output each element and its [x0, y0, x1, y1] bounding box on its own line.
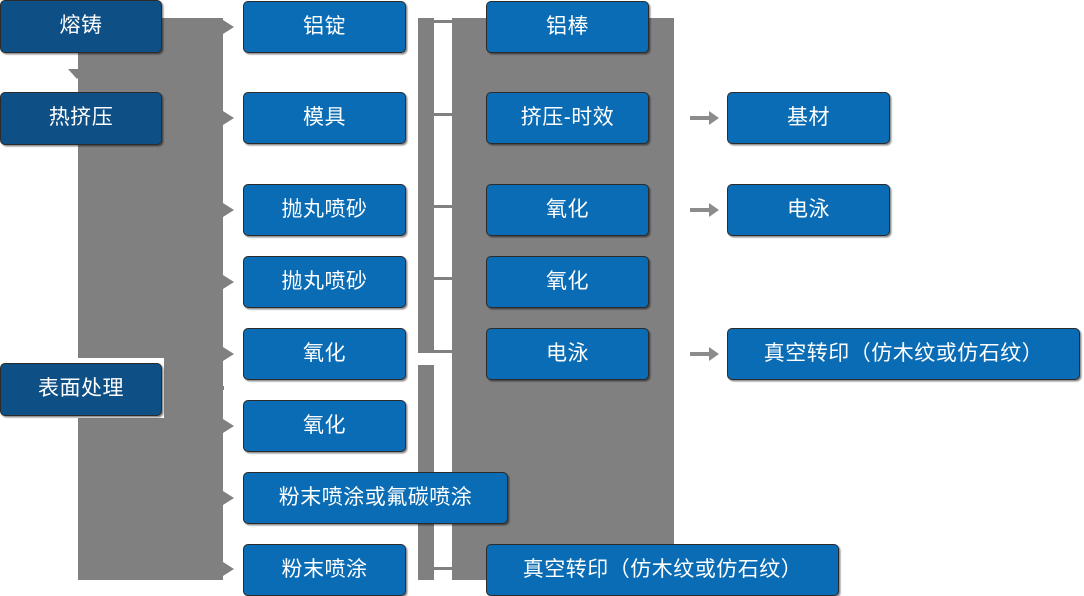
arrowhead-to-proc-die [223, 111, 234, 125]
process-box-die[interactable]: 模具 [243, 92, 406, 144]
tick-row-powder [434, 567, 452, 570]
process-box-oxidation-1[interactable]: 氧化 [243, 328, 406, 380]
material-box-oxidation-1[interactable]: 氧化 [486, 184, 649, 236]
tick-row-shotblast-2 [434, 277, 452, 280]
arrowhead-to-proc-powder-fluorocarbon [223, 491, 234, 505]
connector-notch-top [0, 60, 78, 90]
material-box-oxidation-2[interactable]: 氧化 [486, 256, 649, 308]
stage-box-melting[interactable]: 熔铸 [0, 0, 162, 53]
connector-rail-process-left [418, 18, 434, 353]
process-box-shotblast-2[interactable]: 抛丸喷砂 [243, 256, 406, 308]
arrowhead-to-proc-shotblast-1 [223, 203, 234, 217]
material-box-aluminium-bar[interactable]: 铝棒 [486, 1, 649, 53]
arrowhead-to-proc-oxidation-1 [223, 347, 234, 361]
arrow-to-out-substrate [690, 111, 719, 125]
process-box-shotblast-1[interactable]: 抛丸喷砂 [243, 184, 406, 236]
arrow-to-out-electrophoresis [690, 203, 719, 217]
material-box-vacuum-transfer[interactable]: 真空转印（仿木纹或仿石纹） [486, 544, 839, 596]
arrow-to-out-vacuum-transfer [690, 347, 719, 361]
tick-row-shotblast-1 [434, 205, 452, 208]
material-box-extrusion-aging[interactable]: 挤压-时效 [486, 92, 649, 144]
arrowhead-to-proc-ingot [223, 20, 234, 34]
arrowhead-to-proc-powder [223, 562, 234, 576]
process-box-ingot[interactable]: 铝锭 [243, 1, 406, 53]
process-box-powder[interactable]: 粉末喷涂 [243, 544, 406, 596]
connector-stub-surface [164, 386, 224, 390]
tick-row-ingot [434, 20, 452, 23]
material-box-electrophoresis[interactable]: 电泳 [486, 328, 649, 380]
tick-row-die [434, 113, 452, 116]
arrowhead-to-proc-shotblast-2 [223, 275, 234, 289]
arrowhead-to-proc-oxidation-2 [223, 419, 234, 433]
process-box-powder-fluorocarbon[interactable]: 粉末喷涂或氟碳喷涂 [243, 472, 508, 524]
arrowhead-melting-to-extrusion [68, 69, 86, 79]
output-box-electrophoresis[interactable]: 电泳 [727, 184, 890, 236]
tick-row-oxidation-1 [434, 350, 452, 353]
stage-box-extrusion[interactable]: 热挤压 [0, 92, 162, 145]
output-box-substrate[interactable]: 基材 [727, 92, 890, 144]
process-box-oxidation-2[interactable]: 氧化 [243, 400, 406, 452]
stage-box-surface-treatment[interactable]: 表面处理 [0, 363, 162, 416]
output-box-vacuum-transfer[interactable]: 真空转印（仿木纹或仿石纹） [727, 328, 1080, 380]
